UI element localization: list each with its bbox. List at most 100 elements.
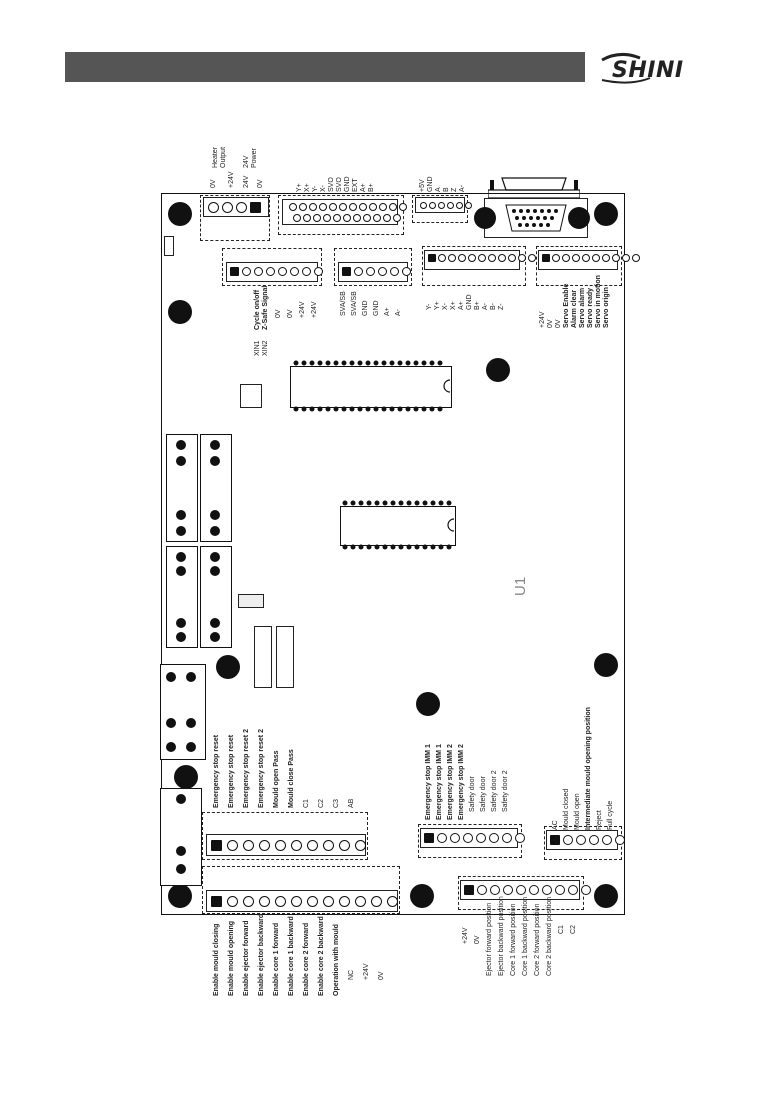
terminal-block-3 [420,828,525,848]
db25-pins-icon [505,204,567,232]
lbl: Ejector backward position [498,896,505,976]
terminal-block-a [226,262,323,282]
pin [622,254,630,262]
pin [393,214,401,222]
terminal [476,833,486,843]
pin [329,203,337,211]
terminal [342,267,351,276]
lbl: Safety door 2 [491,770,498,812]
pin [468,254,476,262]
lbl: Servo alarm [579,287,586,328]
terminal [211,840,222,851]
terminal [230,267,239,276]
fuse-pin [166,742,176,752]
pin [339,203,347,211]
power-connector-box [200,195,270,241]
pin [343,214,351,222]
pin-header-6 [415,197,472,213]
pin [420,202,427,209]
lbl: Alarm clear [571,289,578,328]
terminal [307,840,318,851]
terminal [529,885,539,895]
pin [572,254,580,262]
terminal-box-2 [202,866,400,914]
terminal [463,833,473,843]
lbl: A- [459,185,466,192]
pin [309,203,317,211]
pin [389,203,397,211]
top-pin-24v: +24V [228,171,235,188]
terminal-block-c [424,250,546,270]
lbl: +24V [299,301,306,318]
mounting-hole [168,884,192,908]
lbl: B [443,187,450,192]
lbl: Enable mould closing [213,923,220,996]
pin [429,202,436,209]
terminal [208,202,219,213]
lbl: 0V [555,319,562,328]
mounting-hole [168,202,192,226]
terminal [402,267,411,276]
relay-pin [176,846,186,856]
lbl: Safety door 2 [502,770,509,812]
pin [488,254,496,262]
lbl: Z-Safe Signal [262,285,269,330]
lbl: A- [482,303,489,310]
lbl: C2 [570,925,577,934]
pin [438,254,446,262]
terminal [563,835,573,845]
pin [363,214,371,222]
terminal [307,896,318,907]
pin [458,254,466,262]
terminal [275,840,286,851]
lbl: GND [466,294,473,310]
relay-pin [176,864,186,874]
db-connector-icon [488,177,580,198]
pin [428,254,436,262]
relay-pin [210,618,220,628]
relay-pin [176,618,186,628]
db25-screw [474,207,496,229]
lbl: B+ [474,301,481,310]
lbl: +24V [311,301,318,318]
pin [612,254,620,262]
terminal [502,833,512,843]
terminal [387,896,398,907]
terminal [314,267,323,276]
lbl: B+ [368,183,375,192]
terminal-block-b [338,262,411,282]
pin [369,203,377,211]
mounting-hole [174,765,198,789]
lbl: Emergency stop IMM 1 [436,744,443,820]
pin [359,203,367,211]
lbl: +5V [419,179,426,192]
top-label-output: Output [220,146,227,168]
terminal [266,267,275,276]
label-xin1: XIN1 [254,340,261,356]
relay-pin [210,632,220,642]
pin [465,202,472,209]
lbl: Emergency stop IMM 1 [425,744,432,820]
lbl: SVA/SB [351,291,358,316]
circuit-board [161,193,625,915]
lbl: Y- [312,185,319,192]
pin [349,203,357,211]
lbl: Z [451,187,458,192]
terminal [424,833,434,843]
lbl: Core 2 forward position [534,903,541,976]
lbl: A+ [384,307,391,316]
terminal [243,840,254,851]
shini-logo-icon [601,53,651,84]
lbl: B- [490,303,497,310]
terminal [250,202,261,213]
lbl: X- [320,185,327,192]
terminal [542,885,552,895]
lbl: Servo ready [587,287,594,328]
pin [562,254,570,262]
label-xin2: XIN2 [262,340,269,356]
relay [200,434,232,542]
lbl: Servo origin [603,287,610,328]
connector-box-b [334,248,412,286]
ic-chip-small-pins-icon [342,500,454,550]
lbl: A [435,187,442,192]
